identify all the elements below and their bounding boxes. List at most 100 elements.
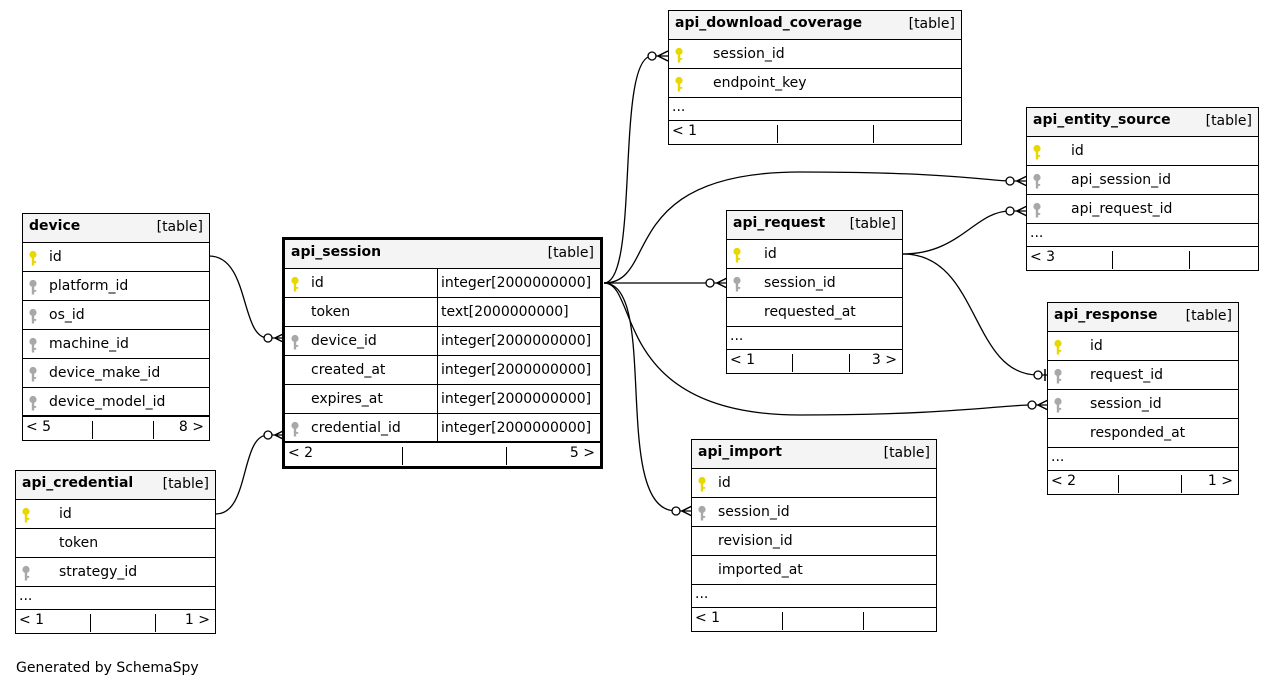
more-columns: ... xyxy=(669,98,961,121)
table-kind: [table] xyxy=(883,445,930,461)
column-row[interactable]: id xyxy=(727,240,902,269)
parents-count[interactable]: < 1 xyxy=(695,610,721,626)
column-row[interactable]: id xyxy=(1027,137,1258,166)
column-row[interactable]: revision_id xyxy=(692,527,936,556)
column-name: requested_at xyxy=(764,304,856,320)
column-divider xyxy=(437,356,438,384)
footer-divider xyxy=(153,421,154,439)
column-divider xyxy=(437,269,438,297)
crowfoot xyxy=(680,505,693,517)
more-columns: ... xyxy=(727,327,902,350)
column-row[interactable]: strategy_id xyxy=(16,558,215,587)
parents-count[interactable]: < 2 xyxy=(1051,473,1077,489)
column-divider xyxy=(437,327,438,355)
column-row[interactable]: endpoint_key xyxy=(669,69,961,98)
edge-request-entity-source xyxy=(902,210,1027,255)
parents-count[interactable]: < 1 xyxy=(672,123,698,139)
parents-count[interactable]: < 2 xyxy=(288,445,314,461)
column-name: device_id xyxy=(311,333,377,349)
column-type: integer[2000000000] xyxy=(441,362,592,378)
table-kind: [table] xyxy=(1185,308,1232,324)
primary-key-icon xyxy=(22,507,30,523)
children-count[interactable]: 1 > xyxy=(184,612,210,628)
table-kind: [table] xyxy=(1205,113,1252,129)
children-count[interactable]: 3 > xyxy=(871,352,897,368)
crowfoot-circle xyxy=(1005,176,1015,186)
column-name: endpoint_key xyxy=(713,75,807,91)
column-row[interactable]: imported_at xyxy=(692,556,936,585)
column-divider xyxy=(437,414,438,441)
column-row[interactable]: device_id integer[2000000000] xyxy=(285,327,600,356)
column-row[interactable]: id xyxy=(692,469,936,498)
column-row[interactable]: id xyxy=(23,243,209,272)
column-row[interactable]: platform_id xyxy=(23,272,209,301)
parents-count[interactable]: < 1 xyxy=(730,352,756,368)
table-header: api_entity_source[table] xyxy=(1027,108,1258,137)
column-row[interactable]: id xyxy=(16,500,215,529)
column-row[interactable]: token xyxy=(16,529,215,558)
column-row[interactable]: os_id xyxy=(23,301,209,330)
footer-divider xyxy=(402,447,403,465)
parents-count[interactable]: < 5 xyxy=(26,419,52,435)
footer-divider xyxy=(1181,475,1182,493)
column-row[interactable]: machine_id xyxy=(23,330,209,359)
footer-divider xyxy=(863,612,864,630)
column-row[interactable]: session_id xyxy=(1048,390,1238,419)
footer-divider xyxy=(777,125,778,143)
table-header: api_session[table] xyxy=(285,240,600,269)
footer-divider xyxy=(792,354,793,372)
column-row[interactable]: requested_at xyxy=(727,298,902,327)
column-row[interactable]: api_request_id xyxy=(1027,195,1258,224)
footer-divider xyxy=(1189,251,1190,269)
column-row[interactable]: session_id xyxy=(692,498,936,527)
children-count[interactable]: 5 > xyxy=(569,445,595,461)
column-type: integer[2000000000] xyxy=(441,275,592,291)
column-row[interactable]: request_id xyxy=(1048,361,1238,390)
crowfoot-circle xyxy=(705,278,715,288)
column-row[interactable]: device_model_id xyxy=(23,388,209,417)
foreign-key-icon xyxy=(29,337,37,353)
primary-key-icon xyxy=(1054,339,1062,355)
edge-session-download-coverage xyxy=(603,55,668,284)
primary-key-icon xyxy=(698,476,706,492)
column-name: id xyxy=(764,246,777,262)
edge-request-response xyxy=(902,253,1048,376)
column-row[interactable]: responded_at xyxy=(1048,419,1238,448)
column-name: id xyxy=(59,506,72,522)
footer-divider xyxy=(873,125,874,143)
primary-key-icon xyxy=(29,250,37,266)
column-row[interactable]: session_id xyxy=(669,40,961,69)
table-kind: [table] xyxy=(547,245,594,261)
more-columns: ... xyxy=(692,585,936,608)
column-row[interactable]: id xyxy=(1048,332,1238,361)
parents-count[interactable]: < 3 xyxy=(1030,249,1056,265)
children-count[interactable]: 8 > xyxy=(178,419,204,435)
column-row[interactable]: device_make_id xyxy=(23,359,209,388)
column-row[interactable]: api_session_id xyxy=(1027,166,1258,195)
parents-count[interactable]: < 1 xyxy=(19,612,45,628)
column-name: revision_id xyxy=(718,533,793,549)
table-name: api_credential xyxy=(22,475,134,491)
crowfoot-circle xyxy=(263,430,273,440)
footer-divider xyxy=(92,421,93,439)
table-name: api_response xyxy=(1054,307,1158,323)
column-name: os_id xyxy=(49,307,85,323)
column-type: integer[2000000000] xyxy=(441,333,592,349)
column-name: id xyxy=(1090,338,1103,354)
primary-key-icon xyxy=(733,247,741,263)
children-count[interactable]: 1 > xyxy=(1207,473,1233,489)
column-row[interactable]: session_id xyxy=(727,269,902,298)
